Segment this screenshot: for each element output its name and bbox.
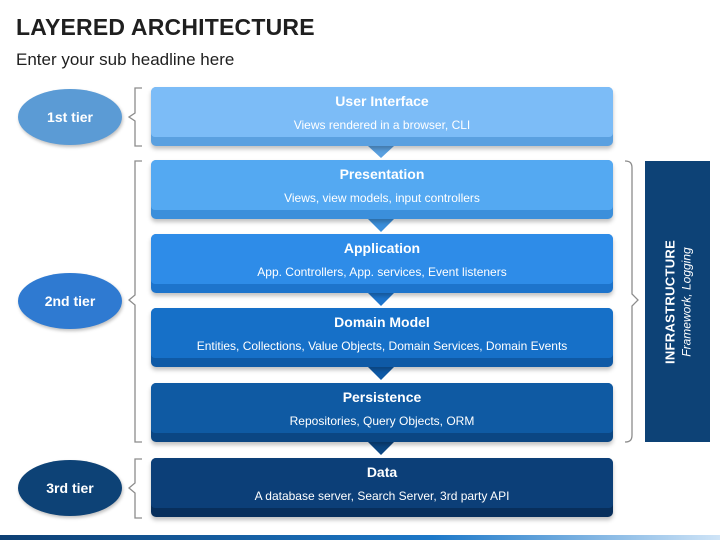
layer-user-interface-description: Views rendered in a browser, CLI xyxy=(293,118,471,132)
layer-user-interface: User Interface Views rendered in a brows… xyxy=(151,87,613,146)
infrastructure-box: INFRASTRUCTURE Framework, Logging xyxy=(645,161,710,442)
layer-presentation-name: Presentation xyxy=(339,166,425,182)
tier-1-label: 1st tier xyxy=(47,109,93,125)
infrastructure-title: INFRASTRUCTURE xyxy=(662,239,677,364)
layer-domain-model-description: Entities, Collections, Value Objects, Do… xyxy=(196,339,568,353)
infrastructure-subtitle: Framework, Logging xyxy=(679,246,693,357)
page-title: LAYERED ARCHITECTURE xyxy=(16,14,315,40)
page-subtitle: Enter your sub headline here xyxy=(16,50,235,69)
tier-3-label: 3rd tier xyxy=(46,480,94,496)
layer-presentation: Presentation Views, view models, input c… xyxy=(151,160,613,219)
arrow-domain-to-persistence xyxy=(368,367,394,380)
layer-application-name: Application xyxy=(343,240,421,256)
tier-2-ellipse: 2nd tier xyxy=(18,273,122,329)
layer-presentation-description: Views, view models, input controllers xyxy=(284,191,480,205)
infrastructure-bracket xyxy=(624,160,639,443)
tier-1-bracket xyxy=(127,87,142,147)
layer-data: Data A database server, Search Server, 3… xyxy=(151,458,613,517)
arrow-ui-to-presentation xyxy=(368,146,394,158)
layer-data-name: Data xyxy=(366,464,398,480)
layer-persistence-name: Persistence xyxy=(342,389,422,405)
layer-persistence-description: Repositories, Query Objects, ORM xyxy=(289,414,475,428)
tier-2-label: 2nd tier xyxy=(44,293,96,309)
layer-application-description: App. Controllers, App. services, Event l… xyxy=(257,265,507,279)
footer-bar xyxy=(0,535,720,540)
tier-1-ellipse: 1st tier xyxy=(18,89,122,145)
tier-2-bracket xyxy=(127,160,142,443)
tier-3-ellipse: 3rd tier xyxy=(18,460,122,516)
arrow-application-to-domain xyxy=(368,293,394,306)
layer-persistence: Persistence Repositories, Query Objects,… xyxy=(151,383,613,442)
layer-user-interface-name: User Interface xyxy=(335,93,429,109)
layer-domain-model: Domain Model Entities, Collections, Valu… xyxy=(151,308,613,367)
layer-application: Application App. Controllers, App. servi… xyxy=(151,234,613,293)
arrow-presentation-to-application xyxy=(368,219,394,232)
layer-domain-model-name: Domain Model xyxy=(334,314,430,330)
tier-3-bracket xyxy=(127,458,142,519)
arrow-persistence-to-data xyxy=(368,442,394,455)
layer-data-description: A database server, Search Server, 3rd pa… xyxy=(254,489,510,503)
